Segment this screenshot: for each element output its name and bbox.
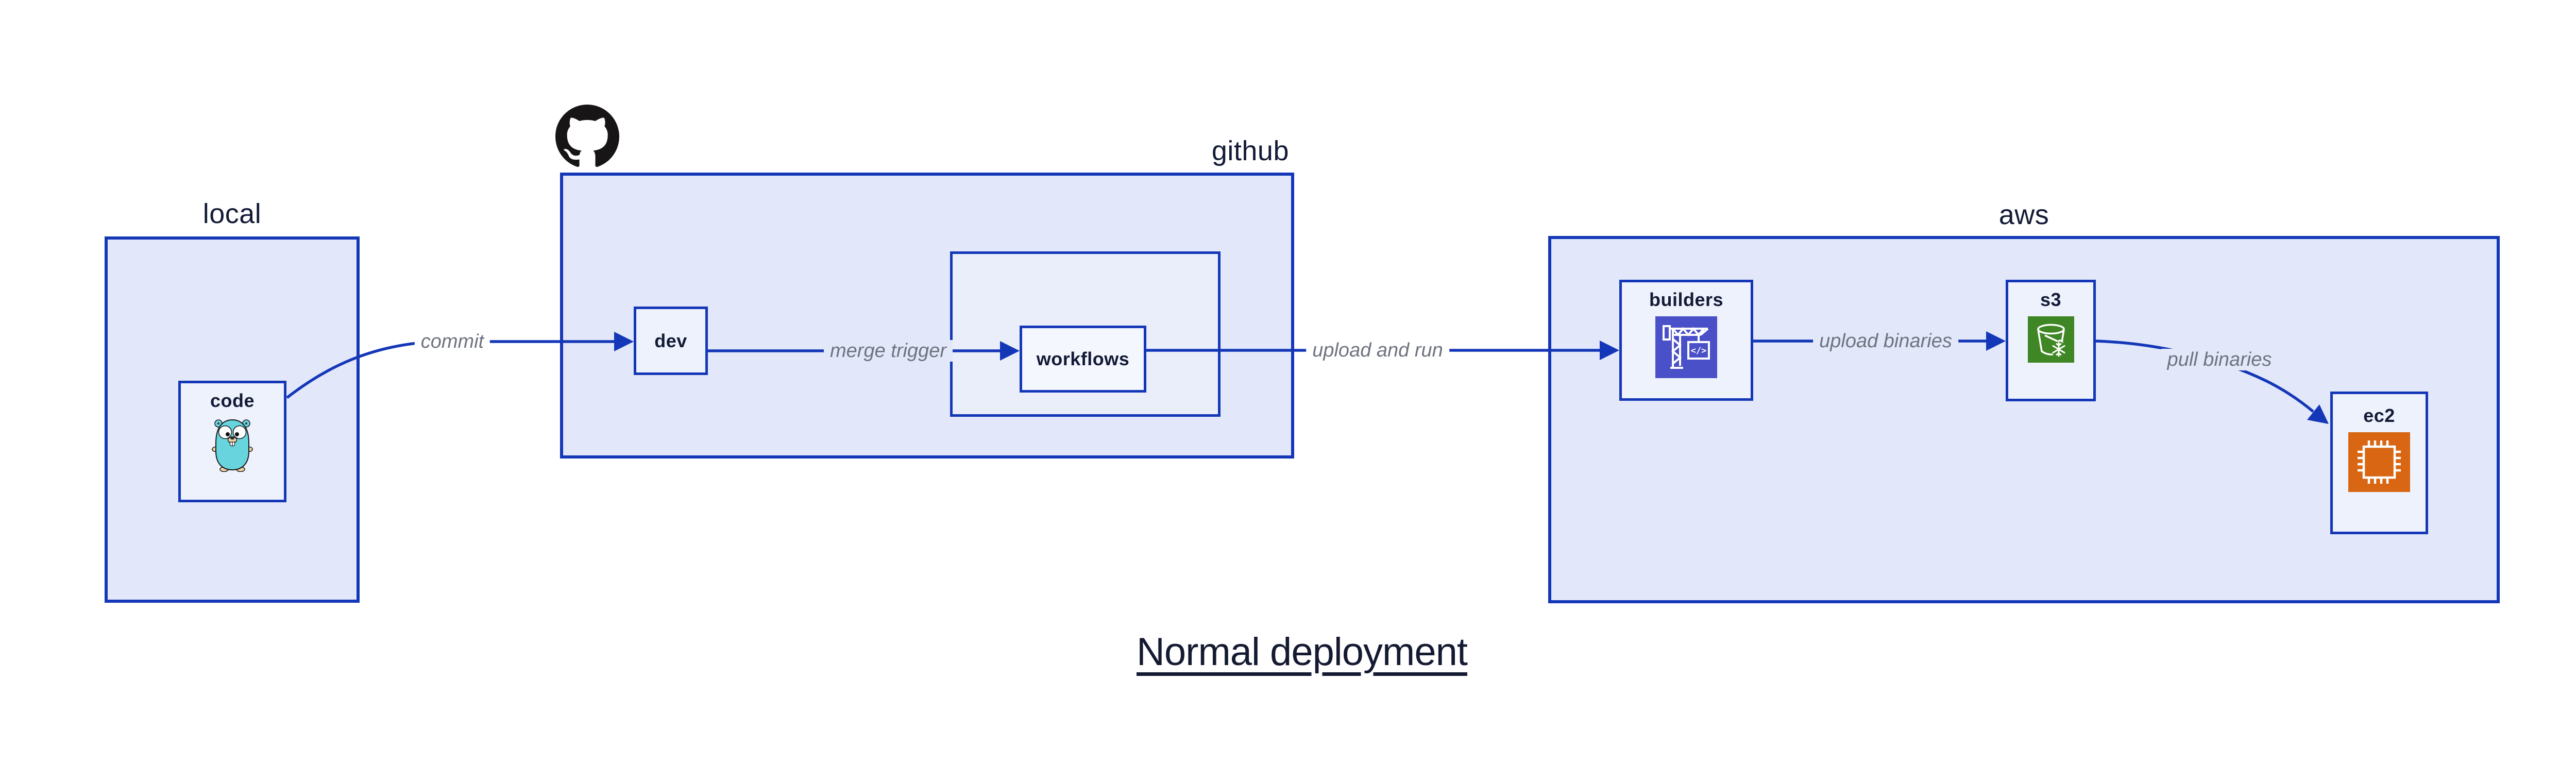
edge-label-pull-binaries: pull binaries bbox=[2161, 349, 2278, 370]
edge-label-commit: commit bbox=[414, 331, 490, 352]
dev-node: dev bbox=[634, 307, 708, 375]
ec2-chip-icon bbox=[2348, 432, 2410, 495]
go-gopher-icon bbox=[212, 417, 253, 474]
workflows-node-label: workflows bbox=[1036, 348, 1130, 369]
ec2-node: ec2 bbox=[2330, 392, 2428, 534]
ec2-node-label: ec2 bbox=[2363, 405, 2395, 426]
workflows-node: workflows bbox=[1020, 326, 1146, 393]
edge-label-merge-trigger: merge trigger bbox=[824, 340, 953, 362]
code-node-label: code bbox=[210, 390, 255, 411]
dev-node-label: dev bbox=[654, 330, 687, 351]
codebuild-crane-icon: </> bbox=[1655, 316, 1717, 381]
aws-group-label: aws bbox=[1998, 199, 2049, 230]
s3-glacier-bucket-icon bbox=[2027, 316, 2074, 365]
diagram-title: Normal deployment bbox=[1137, 630, 1468, 674]
github-group-label: github bbox=[1211, 135, 1289, 166]
edge-label-upload-binaries: upload binaries bbox=[1813, 330, 1958, 352]
edge-label-upload-and-run: upload and run bbox=[1306, 339, 1449, 361]
svg-text:</>: </> bbox=[1691, 346, 1707, 356]
github-octocat-icon bbox=[555, 105, 619, 167]
s3-node-label: s3 bbox=[2040, 289, 2062, 310]
builders-node: builders </> bbox=[1619, 280, 1753, 401]
code-node: code bbox=[178, 381, 286, 502]
local-group-label: local bbox=[202, 198, 262, 229]
s3-node: s3 bbox=[2006, 280, 2096, 401]
builders-node-label: builders bbox=[1649, 289, 1724, 310]
